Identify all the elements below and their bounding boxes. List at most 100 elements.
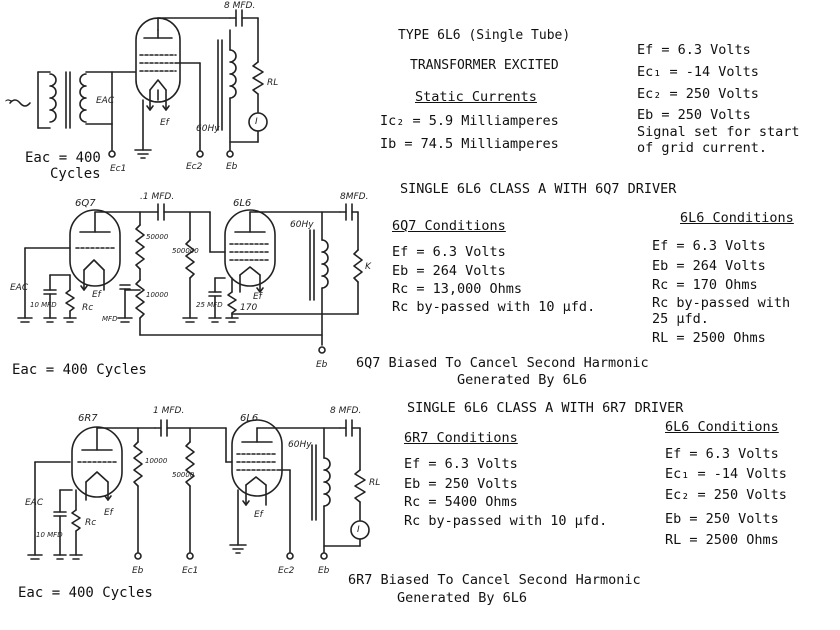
bot-lbl-6l6: 6L6 (240, 413, 259, 424)
top-cycles: Cycles (50, 166, 101, 182)
bot-6r7-heading: 6R7 Conditions (404, 430, 518, 446)
mid-6l6-bypass2: 25 µfd. (652, 311, 709, 327)
bot-lbl-eac: EAC (25, 498, 44, 508)
input-transformer-primary (49, 73, 57, 123)
top-choke-coil (229, 49, 237, 99)
mid-lbl-10000: 10000 (146, 291, 169, 299)
top-lbl-rl: RL (267, 78, 279, 88)
top-ib: Ib = 74.5 Milliamperes (380, 136, 559, 152)
bot-tube-6l6 (231, 419, 283, 506)
top-subtitle: TRANSFORMER EXCITED (410, 58, 559, 73)
mid-6q7-heading: 6Q7 Conditions (392, 218, 506, 234)
bot-lbl-ef2: Ef (254, 510, 263, 520)
top-lbl-eb: Eb (226, 162, 238, 172)
mid-lbl-6q7: 6Q7 (75, 198, 96, 209)
bot-lbl-i: I (357, 525, 360, 535)
mid-lbl-ef: Ef (92, 290, 101, 300)
bottom-circuit (27, 419, 370, 560)
mid-lbl-mfd: MFD (102, 315, 118, 323)
mid-lbl-8mfd: 8MFD. (340, 192, 369, 202)
top-ec1: Ec₁ = -14 Volts (637, 64, 759, 80)
bot-meter-icon (350, 520, 370, 540)
ac-source-icon (9, 99, 31, 107)
top-circuit (9, 9, 268, 159)
top-lbl-i: I (255, 117, 258, 127)
bot-6r7-bypass: Rc by-passed with 10 µfd. (404, 513, 608, 529)
bot-lbl-ec1: Ec1 (182, 566, 199, 576)
mid-6q7-ef: Ef = 6.3 Volts (392, 244, 506, 260)
static-currents-heading: Static Currents (415, 89, 537, 105)
bot-6r7-eb: Eb = 250 Volts (404, 476, 518, 492)
top-lbl-tilde: ~ (4, 93, 16, 109)
bot-lbl-eb: Eb (132, 566, 144, 576)
mid-note-line1: 6Q7 Biased To Cancel Second Harmonic (356, 355, 649, 371)
bot-6l6-ec1: Ec₁ = -14 Volts (665, 466, 787, 482)
mid-6l6-rc: Rc = 170 Ohms (652, 277, 758, 293)
bot-lbl-60hy: 60Hy (288, 440, 312, 450)
mid-6l6-ef: Ef = 6.3 Volts (652, 238, 766, 254)
mid-heading: SINGLE 6L6 CLASS A WITH 6Q7 DRIVER (400, 181, 677, 197)
bot-eac: Eac = 400 Cycles (18, 585, 153, 601)
bot-6l6-rl: RL = 2500 Ohms (665, 532, 779, 548)
bot-rl-resistor (354, 469, 366, 503)
mid-note-line2: Generated By 6L6 (457, 372, 588, 388)
bot-6l6-heading: 6L6 Conditions (665, 419, 779, 435)
mid-6l6-rl: RL = 2500 Ohms (652, 330, 766, 346)
top-lbl-8mfd: 8 MFD. (224, 1, 256, 11)
mid-6q7-eb: Eb = 264 Volts (392, 263, 506, 279)
top-ef: Ef = 6.3 Volts (637, 42, 751, 58)
top-lbl-60hy: 60Hy (196, 124, 220, 134)
bot-heading: SINGLE 6L6 CLASS A WITH 6R7 DRIVER (407, 400, 684, 416)
mid-6q7-bypass: Rc by-passed with 10 µfd. (392, 299, 596, 315)
top-lbl-eac: EAC (96, 96, 115, 106)
mid-lbl-k: K (365, 262, 371, 272)
middle-circuit (17, 203, 363, 354)
top-title: TYPE 6L6 (Single Tube) (398, 28, 571, 43)
bot-lbl-ec2: Ec2 (278, 566, 295, 576)
mid-choke-coil (321, 239, 329, 289)
bot-6l6-ef: Ef = 6.3 Volts (665, 446, 779, 462)
bot-6l6-ec2: Ec₂ = 250 Volts (665, 487, 787, 503)
top-eb: Eb = 250 Volts (637, 107, 751, 123)
mid-lbl-10mfd: 10 MFD (30, 301, 57, 309)
top-lbl-ef: Ef (160, 118, 169, 128)
mid-lbl-60hy: 60Hy (290, 220, 314, 230)
mid-lbl-50000: 50000 (146, 233, 169, 241)
top-tube-6l6 (135, 17, 181, 111)
bot-lbl-1mfd: 1 MFD. (153, 406, 185, 416)
top-signal-line2: of grid current. (637, 140, 768, 156)
bot-lbl-10000: 10000 (145, 457, 168, 465)
bot-lbl-rc: Rc (85, 518, 97, 528)
top-lbl-ec2: Ec2 (186, 162, 203, 172)
top-meter-icon (248, 112, 268, 132)
mid-lbl-25mfd: 25 MFD (196, 301, 223, 309)
bot-6r7-rc: Rc = 5400 Ohms (404, 494, 518, 510)
mid-6l6-heading: 6L6 Conditions (680, 210, 794, 226)
mid-6l6-eb: Eb = 264 Volts (652, 258, 766, 274)
top-eac: Eac = 400 (25, 150, 101, 166)
mid-lbl-6l6: 6L6 (233, 198, 252, 209)
mid-lbl-eac: EAC (10, 283, 29, 293)
mid-eac: Eac = 400 Cycles (12, 362, 147, 378)
mid-lbl-eb: Eb (316, 360, 328, 370)
mid-lbl-170: 170 (240, 303, 258, 313)
bot-lbl-8mfd: 8 MFD. (330, 406, 362, 416)
mid-lbl-ef2: Ef (253, 292, 262, 302)
bot-note-line1: 6R7 Biased To Cancel Second Harmonic (348, 572, 641, 588)
bot-lbl-50000: 50000 (172, 471, 195, 479)
mid-lbl-1mfd: .1 MFD. (140, 192, 175, 202)
bot-6l6-eb: Eb = 250 Volts (665, 511, 779, 527)
top-signal-line1: Signal set for start (637, 124, 800, 140)
mid-6l6-bypass1: Rc by-passed with (652, 295, 791, 311)
mid-tube-6q7 (69, 209, 121, 291)
bot-lbl-eb2: Eb (318, 566, 330, 576)
bot-6r7-ef: Ef = 6.3 Volts (404, 456, 518, 472)
bot-lbl-10mfd: 10 MFD (36, 531, 63, 539)
bot-note-line2: Generated By 6L6 (397, 590, 528, 606)
bot-lbl-rl: RL (369, 478, 381, 488)
top-ec2: Ec₂ = 250 Volts (637, 86, 759, 102)
top-lbl-ec1: Ec1 (110, 164, 127, 174)
bot-choke-coil (323, 457, 331, 507)
